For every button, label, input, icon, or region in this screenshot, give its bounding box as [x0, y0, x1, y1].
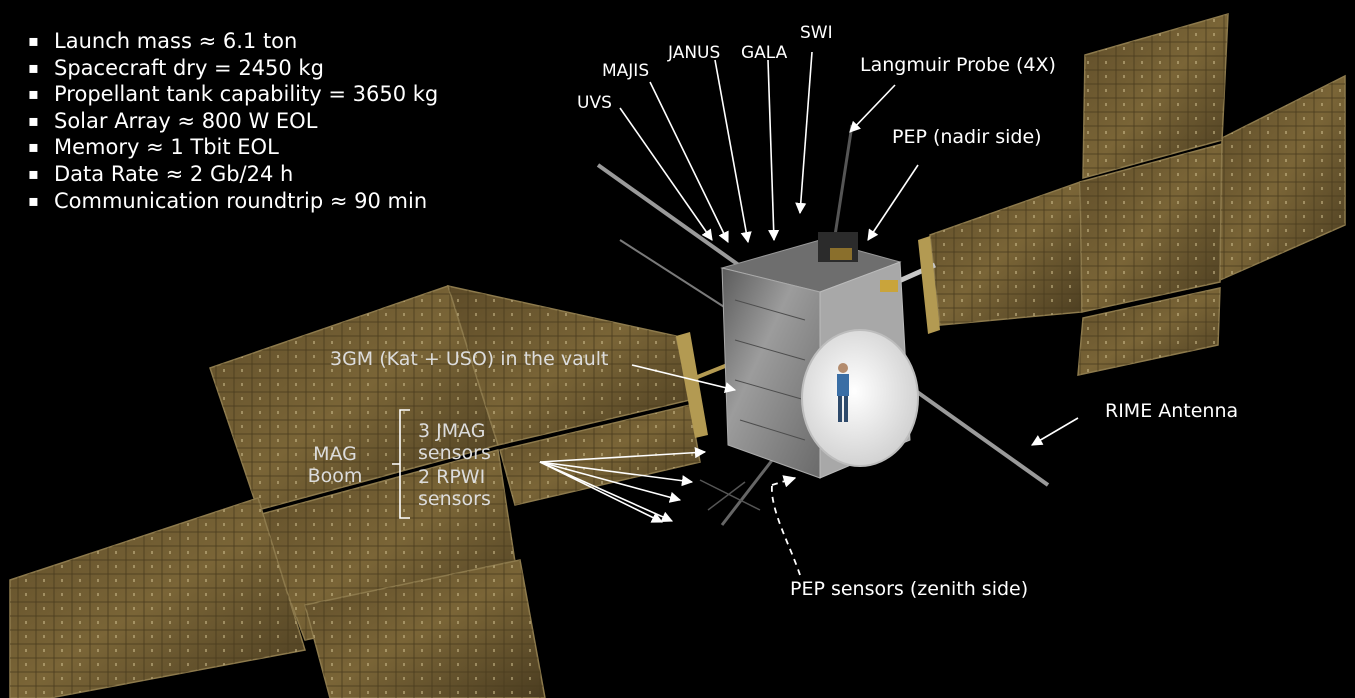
sensor-bracket	[392, 409, 410, 519]
label-jmag-sensors: 3 JMAG sensors	[418, 420, 491, 464]
label-rime-antenna: RIME Antenna	[1105, 400, 1239, 422]
spec-list: Launch mass ≈ 6.1 ton Spacecraft dry = 2…	[28, 28, 438, 214]
spec-item: Propellant tank capability = 3650 kg	[28, 81, 438, 108]
spacecraft-body	[720, 232, 919, 479]
label-gala: GALA	[741, 43, 788, 63]
human-scale-figure	[837, 363, 849, 422]
spec-item: Spacecraft dry = 2450 kg	[28, 55, 438, 82]
label-swi: SWI	[800, 23, 833, 43]
right-solar-array	[888, 12, 1346, 376]
label-langmuir-probe: Langmuir Probe (4X)	[860, 54, 1056, 76]
spec-item: Solar Array ≈ 800 W EOL	[28, 108, 438, 135]
label-pep-nadir: PEP (nadir side)	[892, 126, 1042, 148]
label-majis: MAJIS	[602, 61, 650, 81]
label-janus: JANUS	[668, 43, 721, 63]
label-rpwi-sensors: 2 RPWI sensors	[418, 466, 491, 510]
spec-item: Data Rate ≈ 2 Gb/24 h	[28, 161, 438, 188]
label-3gm: 3GM (Kat + USO) in the vault	[330, 348, 609, 370]
spec-item: Launch mass ≈ 6.1 ton	[28, 28, 438, 55]
label-pep-zenith: PEP sensors (zenith side)	[790, 578, 1029, 600]
left-solar-array	[9, 284, 741, 698]
high-gain-antenna	[801, 329, 919, 467]
label-mag-boom: MAG Boom	[307, 443, 363, 487]
spec-item: Memory ≈ 1 Tbit EOL	[28, 134, 438, 161]
label-uvs: UVS	[577, 93, 612, 113]
spec-item: Communication roundtrip ≈ 90 min	[28, 188, 438, 215]
callout-arrows	[392, 51, 1079, 576]
